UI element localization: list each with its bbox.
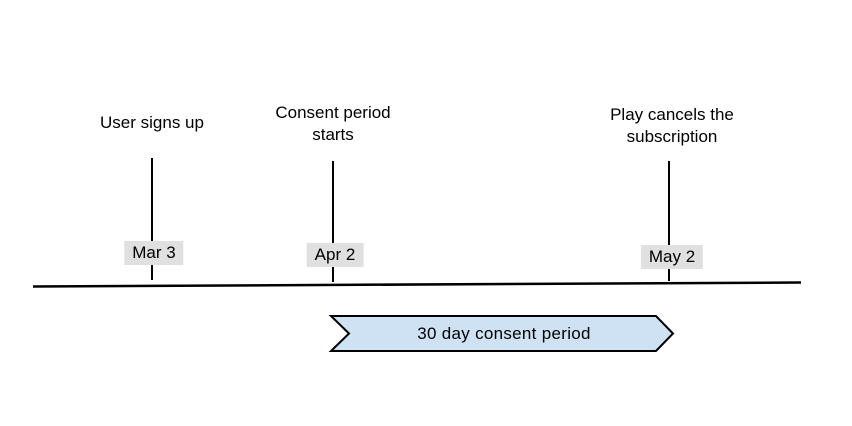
date-badge-may-2: May 2: [640, 245, 704, 270]
event-label-play-cancels: Play cancels the subscription: [610, 105, 734, 147]
date-badge-mar-3: Mar 3: [124, 241, 184, 266]
consent-period-ribbon-arrow: [328, 315, 675, 352]
event-tick-consent-period-starts: [332, 161, 334, 282]
date-badge-apr-2: Apr 2: [306, 243, 364, 268]
consent-period-banner-label: 30 day consent period: [417, 324, 591, 343]
event-tick-play-cancels: [668, 161, 670, 281]
timeline-axis-line: [32, 281, 802, 288]
event-label-user-signs-up: User signs up: [100, 113, 204, 132]
event-tick-user-signs-up: [151, 158, 153, 280]
event-label-consent-period-starts: Consent period starts: [275, 103, 391, 145]
